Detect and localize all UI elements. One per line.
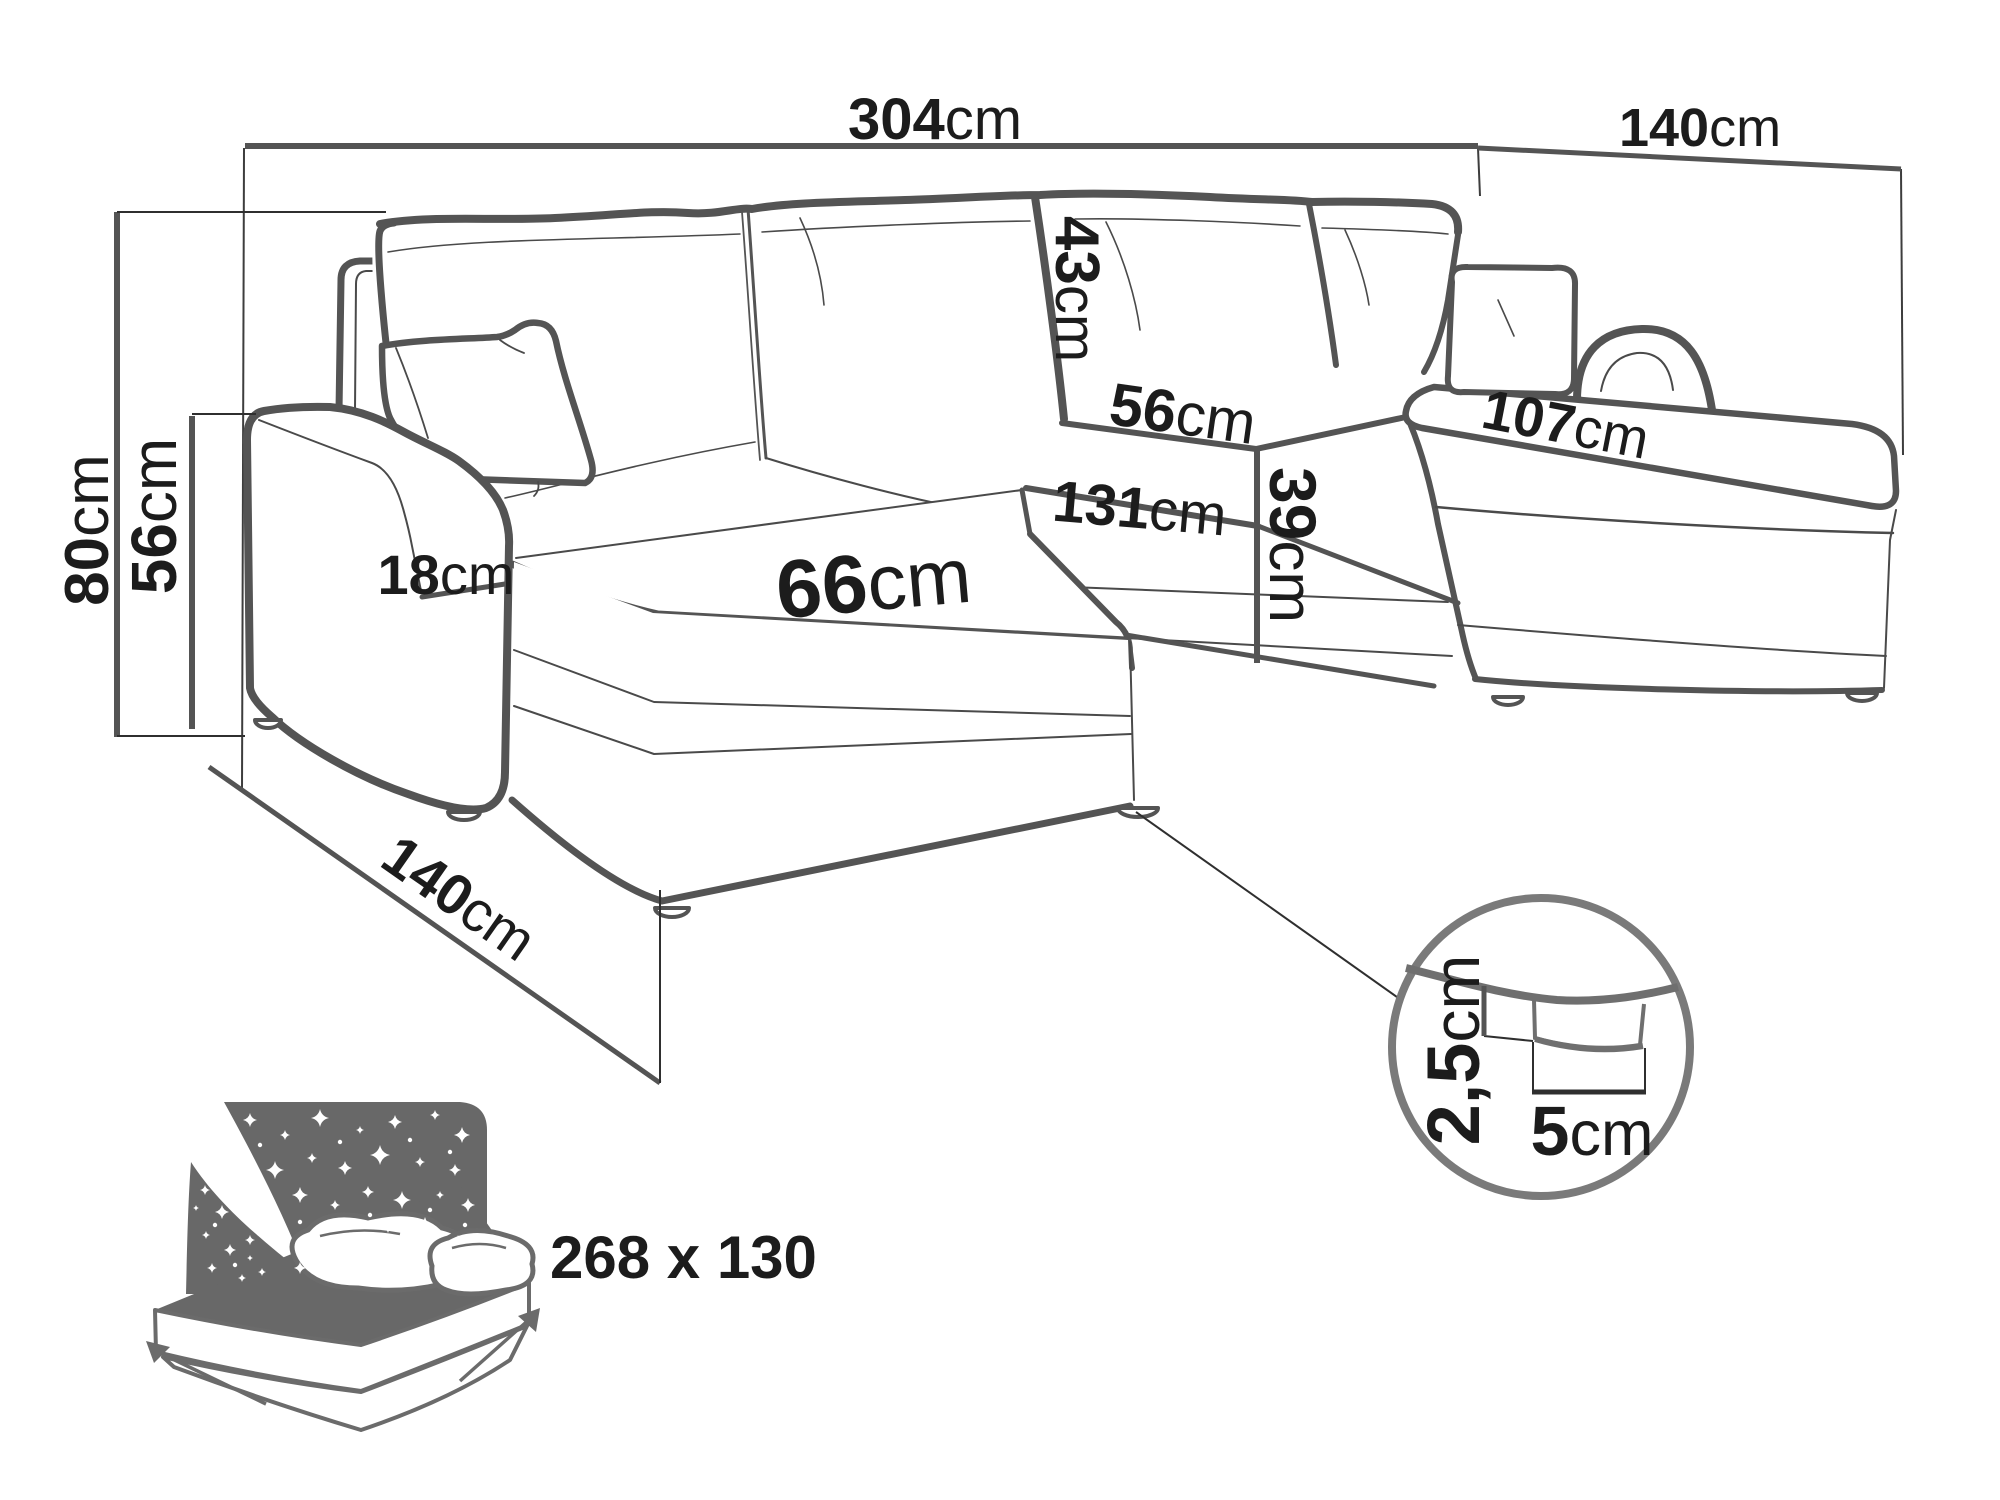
svg-text:80cm: 80cm (53, 454, 122, 606)
svg-text:131cm: 131cm (1050, 469, 1229, 549)
svg-text:2,5cm: 2,5cm (1412, 955, 1495, 1146)
svg-text:304cm: 304cm (848, 87, 1022, 152)
svg-text:140cm: 140cm (1619, 98, 1781, 158)
svg-text:56cm: 56cm (118, 438, 190, 595)
svg-text:18cm: 18cm (378, 543, 515, 606)
svg-text:66cm: 66cm (772, 529, 974, 637)
svg-text:43cm: 43cm (1042, 216, 1111, 362)
svg-text:5cm: 5cm (1531, 1092, 1654, 1170)
svg-text:39cm: 39cm (1256, 467, 1330, 623)
svg-text:268 x 130: 268 x 130 (550, 1224, 817, 1291)
